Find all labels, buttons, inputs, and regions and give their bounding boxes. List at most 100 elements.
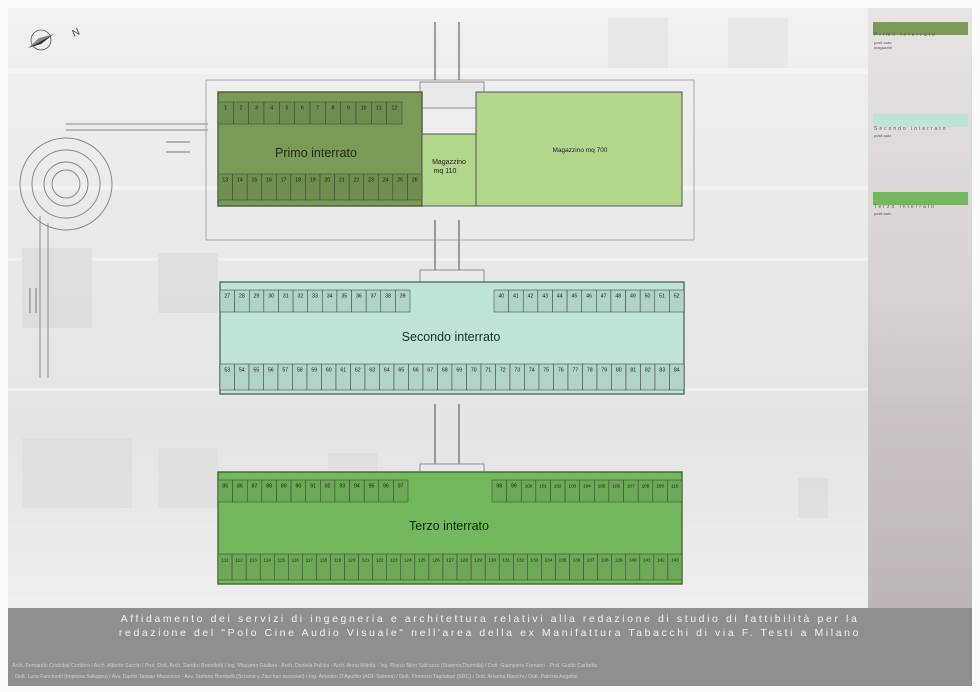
- north-arrow: N: [28, 27, 82, 51]
- parking-number: 68: [442, 368, 448, 374]
- parking-number: 28: [239, 294, 245, 300]
- parking-number: 47: [601, 294, 607, 300]
- parking-number: 16: [266, 178, 272, 184]
- parking-number: 65: [398, 368, 404, 374]
- title-block: Affidamento dei servizi di ingegneria e …: [8, 608, 972, 686]
- parking-number: 99: [511, 484, 517, 490]
- parking-number: 97: [398, 484, 404, 490]
- parking-number: 39: [400, 294, 406, 300]
- parking-number: 58: [297, 368, 303, 374]
- parking-number: 29: [254, 294, 260, 300]
- parking-number: 137: [587, 558, 595, 563]
- parking-number: 118: [320, 558, 328, 563]
- parking-number: 38: [385, 294, 391, 300]
- parking-number: 122: [376, 558, 384, 563]
- legend-item: posti auto: [874, 40, 892, 45]
- legend-title-terzo: Terzo interrato: [874, 204, 936, 210]
- legend-title-primo: Primo interrato: [874, 32, 937, 38]
- parking-number: 44: [557, 294, 563, 300]
- parking-number: 108: [642, 484, 650, 489]
- parking-number: 117: [306, 558, 314, 563]
- parking-number: 8: [332, 106, 335, 112]
- parking-number: 14: [237, 178, 243, 184]
- parking-number: 102: [554, 484, 562, 489]
- parking-number: 106: [612, 484, 620, 489]
- credits-line1: Arch. Fernando Cristobal Cordero / Arch.…: [12, 663, 598, 669]
- parking-number: 66: [413, 368, 419, 374]
- parking-number: 1: [224, 106, 227, 112]
- parking-number: 49: [630, 294, 636, 300]
- project-title-line1: Affidamento dei servizi di ingegneria e …: [120, 613, 860, 625]
- parking-number: 64: [384, 368, 390, 374]
- parking-number: 100: [525, 484, 533, 489]
- parking-number: 134: [545, 558, 553, 563]
- parking-number: 83: [659, 368, 665, 374]
- parking-number: 54: [239, 368, 245, 374]
- parking-number: 77: [572, 368, 578, 374]
- secondo-interrato-label: Secondo interrato: [402, 330, 501, 344]
- parking-number: 72: [500, 368, 506, 374]
- parking-number: 109: [656, 484, 664, 489]
- parking-number: 112: [235, 558, 243, 563]
- parking-number: 121: [362, 558, 370, 563]
- parking-number: 24: [383, 178, 389, 184]
- parking-number: 107: [627, 484, 635, 489]
- parking-space-110: [667, 479, 683, 503]
- parking-number: 81: [630, 368, 636, 374]
- legend-item: posti auto: [874, 133, 892, 138]
- access-ramp: [19, 123, 208, 378]
- parking-number: 104: [583, 484, 591, 489]
- magazzino-110-line1: Magazzino: [432, 159, 466, 166]
- parking-number: 98: [496, 484, 502, 490]
- parking-number: 90: [295, 484, 301, 490]
- parking-space-52: [669, 289, 685, 313]
- parking-number: 51: [659, 294, 665, 300]
- parking-number: 71: [485, 368, 491, 374]
- parking-number: 70: [471, 368, 477, 374]
- parking-number: 129: [474, 558, 482, 563]
- parking-number: 55: [253, 368, 259, 374]
- parking-number: 87: [252, 484, 258, 490]
- parking-number: 82: [645, 368, 651, 374]
- parking-number: 13: [222, 178, 228, 184]
- parking-number: 75: [543, 368, 549, 374]
- parking-number: 46: [586, 294, 592, 300]
- parking-number: 41: [513, 294, 519, 300]
- legend-swatch-primo: [873, 22, 968, 35]
- parking-number: 35: [341, 294, 347, 300]
- parking-number: 139: [615, 558, 623, 563]
- parking-number: 123: [390, 558, 398, 563]
- parking-number: 131: [502, 558, 510, 563]
- parking-space-97: [393, 479, 409, 503]
- parking-number: 31: [283, 294, 289, 300]
- plan-area: N: [8, 8, 868, 608]
- parking-number: 62: [355, 368, 361, 374]
- parking-number: 113: [249, 558, 257, 563]
- terzo-interrato-label: Terzo interrato: [409, 519, 489, 533]
- parking-number: 96: [383, 484, 389, 490]
- parking-number: 135: [559, 558, 567, 563]
- parking-number: 11: [376, 106, 381, 112]
- legend-panel: Primo interrato posti auto magazzini Sec…: [868, 8, 972, 608]
- north-letter: N: [71, 27, 82, 40]
- magazzino-110-line2: mq 110: [434, 168, 457, 175]
- parking-number: 92: [325, 484, 331, 490]
- parking-number: 25: [397, 178, 403, 184]
- parking-number: 140: [629, 558, 637, 563]
- parking-number: 84: [674, 368, 680, 374]
- parking-number: 34: [327, 294, 333, 300]
- parking-number: 132: [516, 558, 524, 563]
- parking-space-12: [386, 101, 403, 125]
- parking-number: 79: [601, 368, 607, 374]
- parking-number: 17: [281, 178, 287, 184]
- parking-number: 130: [488, 558, 496, 563]
- magazzino-700: [475, 91, 683, 207]
- vehicle-ramps: [434, 22, 460, 464]
- parking-number: 2: [240, 106, 243, 112]
- parking-number: 63: [369, 368, 375, 374]
- parking-number: 56: [268, 368, 274, 374]
- parking-number: 93: [339, 484, 345, 490]
